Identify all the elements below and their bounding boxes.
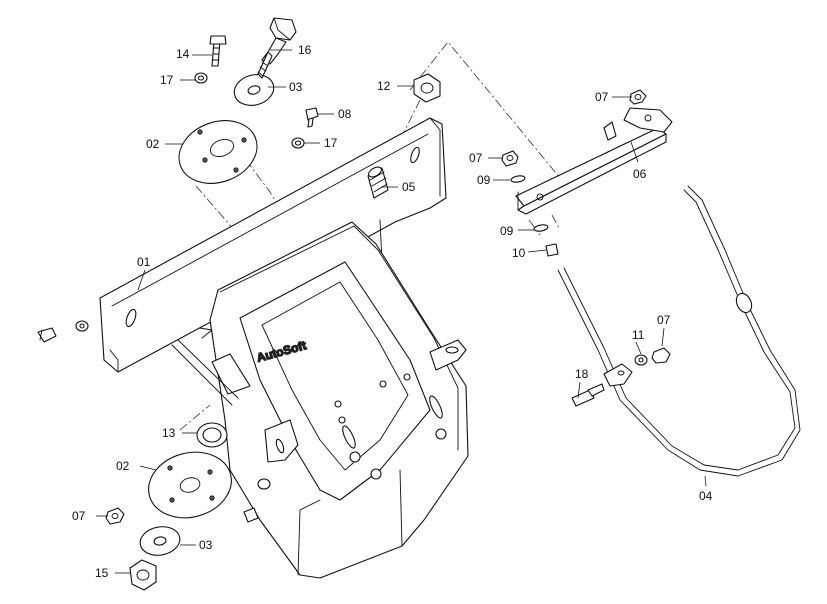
label-09-upper: 09 (477, 173, 491, 187)
part-11-washer (634, 354, 648, 366)
label-03-upper: 03 (289, 80, 303, 94)
part-07-nut-left-rail (501, 150, 519, 167)
part-02-flange-lower (148, 451, 232, 519)
part-05-sleeve (367, 166, 389, 199)
part-07-nut-top-right (629, 89, 647, 105)
label-08: 08 (338, 107, 352, 121)
label-17-right: 17 (324, 136, 338, 150)
part-18-bolt (571, 383, 605, 407)
part-07-nut-lower-left (105, 507, 125, 525)
part-17-lock-washer-right (291, 137, 305, 149)
part-12-nut (413, 73, 441, 103)
part-10-clip (545, 243, 559, 257)
part-06-rail-bracket (515, 107, 673, 215)
label-16: 16 (298, 43, 312, 57)
label-06: 06 (633, 167, 647, 181)
label-07-lower-left: 07 (72, 509, 86, 523)
part-15-nut (129, 559, 157, 591)
label-02-lower: 02 (116, 459, 130, 473)
lower-bracket (171, 221, 469, 579)
part-01-mounting-plate (99, 117, 447, 373)
part-07-nut-right-lower (651, 347, 671, 364)
label-05: 05 (402, 180, 416, 194)
label-14: 14 (176, 47, 190, 61)
part-03-washer-upper (233, 74, 275, 106)
label-13: 13 (162, 426, 176, 440)
part-bolt-lower-center (243, 478, 271, 523)
part-17-lock-washer-upper (194, 72, 208, 84)
label-10: 10 (512, 246, 526, 260)
label-03-lower: 03 (199, 538, 213, 552)
part-13-ring (196, 422, 228, 448)
label-02-upper: 02 (146, 137, 160, 151)
label-07-rail: 07 (469, 151, 483, 165)
label-07-right-lower: 07 (657, 313, 671, 327)
part-08-bolt (305, 107, 319, 128)
label-15: 15 (95, 566, 109, 580)
part-14-bolt (209, 35, 227, 67)
label-01: 01 (137, 255, 151, 269)
part-04-rod (557, 185, 801, 477)
label-12: 12 (377, 79, 391, 93)
label-17-upper: 17 (160, 73, 174, 87)
part-03-washer-lower (139, 526, 181, 556)
part-bolt-left (37, 327, 57, 343)
label-04: 04 (699, 489, 713, 503)
part-02-flange-upper (178, 120, 258, 184)
label-18: 18 (575, 367, 589, 381)
label-09-lower: 09 (500, 224, 514, 238)
part-washer-left (75, 320, 89, 332)
label-11: 11 (632, 328, 645, 342)
part-09-washer-upper (510, 175, 526, 183)
leader-lines (96, 49, 707, 574)
callout-labels: 14 16 17 03 02 08 17 12 05 01 07 07 06 0… (72, 43, 713, 580)
label-07-top: 07 (595, 90, 609, 104)
part-09-washer-lower (533, 224, 549, 232)
part-16-bolt (257, 17, 297, 79)
